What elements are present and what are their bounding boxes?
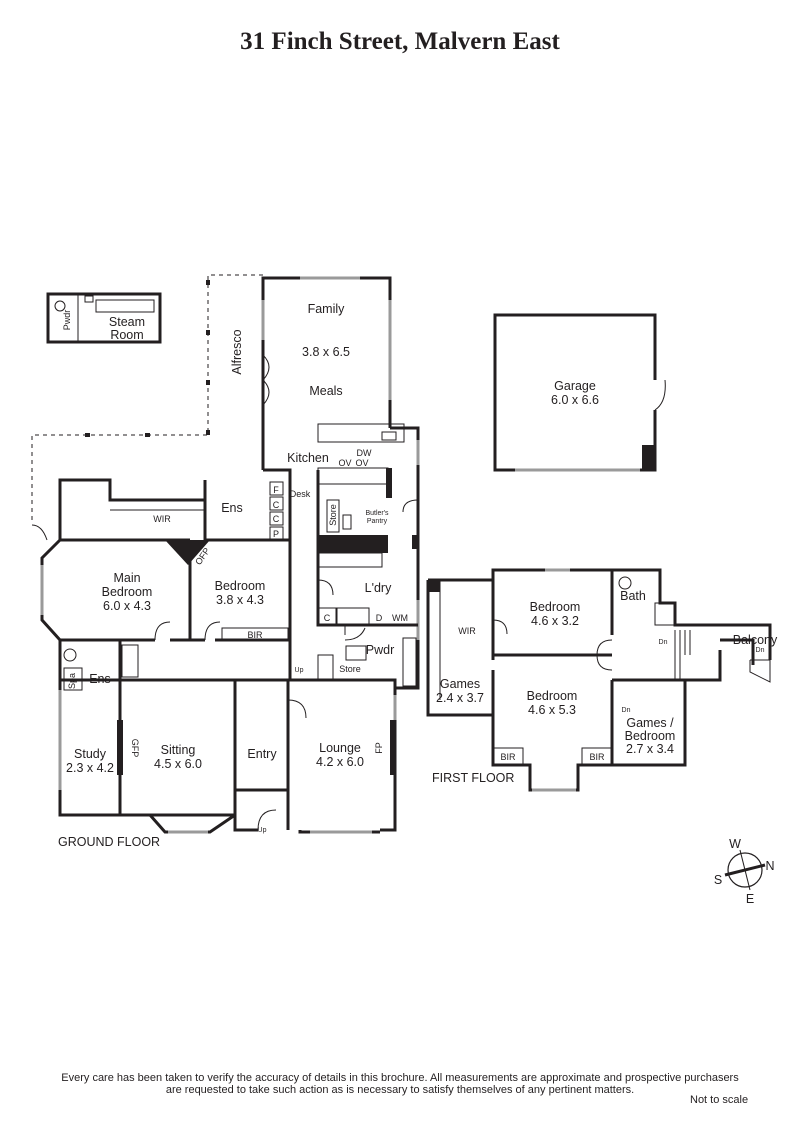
label-dn-1: Dn (659, 639, 668, 646)
label-garage: Garage (554, 379, 596, 393)
label-study: Study (74, 747, 107, 761)
label-dw: DW (357, 448, 372, 458)
label-bedroom: Bedroom (215, 579, 266, 593)
label-sitting: Sitting (161, 743, 196, 757)
label-dn-2: Dn (756, 647, 765, 654)
label-store: Store (339, 664, 361, 674)
label-games-bedroom-dims: 2.7 x 3.4 (626, 742, 674, 756)
alfresco-outline (31, 274, 263, 541)
page-title: 31 Finch Street, Malvern East (240, 28, 560, 55)
label-up-stairs: Up (295, 667, 304, 674)
label-first-floor: FIRST FLOOR (432, 771, 514, 785)
label-games-bedroom-1: Games / (626, 716, 674, 730)
label-bir-first-1: BIR (500, 752, 516, 762)
label-games-dims: 2.4 x 3.7 (436, 691, 484, 705)
label-dryer: D (376, 613, 383, 623)
compass-icon (724, 849, 766, 891)
label-bedroom-1-dims: 4.6 x 3.2 (531, 614, 579, 628)
label-gfp: GFP (130, 739, 140, 758)
label-ov-2: OV (355, 458, 368, 468)
label-store-pantry: Store (328, 504, 338, 526)
garage-walls (493, 313, 666, 472)
label-spa: Spa (67, 673, 77, 689)
compass-e: E (746, 892, 754, 906)
label-dn-3: Dn (622, 707, 631, 714)
label-pantry: P (273, 529, 279, 539)
label-wm: WM (392, 613, 408, 623)
disclaimer-line-2: are requested to take such action as is … (165, 1084, 635, 1096)
label-ground-floor: GROUND FLOOR (58, 835, 160, 849)
outbuilding (46, 292, 162, 344)
label-sitting-dims: 4.5 x 6.0 (154, 757, 202, 771)
label-ens-lower: Ens (89, 672, 111, 686)
label-fp: FP (374, 742, 384, 754)
label-laundry: L'dry (365, 581, 392, 595)
disclaimer-line-1: Every care has been taken to verify the … (61, 1072, 739, 1084)
label-study-dims: 2.3 x 4.2 (66, 761, 114, 775)
label-pwdr: Pwdr (366, 643, 394, 657)
label-kitchen: Kitchen (287, 451, 329, 465)
not-to-scale: Not to scale (690, 1094, 749, 1106)
compass-n: N (765, 859, 774, 873)
label-bath: Bath (620, 589, 646, 603)
label-butlers-pantry-1: Butler's (365, 510, 389, 517)
label-games-bedroom-2: Bedroom (625, 729, 676, 743)
label-main-bedroom-1: Main (113, 571, 140, 585)
label-bir-ground: BIR (247, 630, 263, 640)
compass-w: W (729, 837, 741, 851)
label-steam-room-1: Steam (109, 315, 145, 329)
compass-s: S (714, 873, 722, 887)
disclaimer: Every care has been taken to verify the … (0, 1072, 800, 1096)
label-cupboard-2: C (273, 514, 280, 524)
label-alfresco: Alfresco (230, 329, 244, 374)
label-ens-upper: Ens (221, 501, 243, 515)
label-bedroom-1: Bedroom (530, 600, 581, 614)
family-meals-walls (261, 276, 405, 470)
label-bedroom-2: Bedroom (527, 689, 578, 703)
ground-floor-walls (40, 468, 397, 834)
label-garage-dims: 6.0 x 6.6 (551, 393, 599, 407)
label-bir-first-2: BIR (589, 752, 605, 762)
label-family-dims: 3.8 x 6.5 (302, 345, 350, 359)
label-desk: Desk (290, 489, 311, 499)
label-main-bedroom-2: Bedroom (102, 585, 153, 599)
label-pwdr-outbuilding: Pwdr (62, 310, 72, 331)
label-wir-first: WIR (458, 626, 476, 636)
label-games: Games (440, 677, 480, 691)
label-lounge-dims: 4.2 x 6.0 (316, 755, 364, 769)
label-bedroom-dims: 3.8 x 4.3 (216, 593, 264, 607)
label-wir-ground: WIR (153, 514, 171, 524)
label-main-bedroom-dims: 6.0 x 4.3 (103, 599, 151, 613)
label-entry: Entry (247, 747, 277, 761)
label-cupboard-1: C (273, 500, 280, 510)
label-lounge: Lounge (319, 741, 361, 755)
label-entry-up: Up (258, 827, 267, 834)
label-ov-1: OV (338, 458, 351, 468)
label-family: Family (308, 302, 346, 316)
label-butlers-pantry-2: Pantry (367, 518, 388, 525)
label-bedroom-2-dims: 4.6 x 5.3 (528, 703, 576, 717)
label-fridge: F (273, 485, 279, 495)
kitchen-laundry-walls (316, 426, 420, 690)
label-laundry-c: C (324, 613, 331, 623)
first-floor-walls (426, 568, 772, 792)
label-steam-room-2: Room (110, 328, 143, 342)
label-meals: Meals (309, 384, 342, 398)
label-balcony: Balcony (733, 633, 778, 647)
